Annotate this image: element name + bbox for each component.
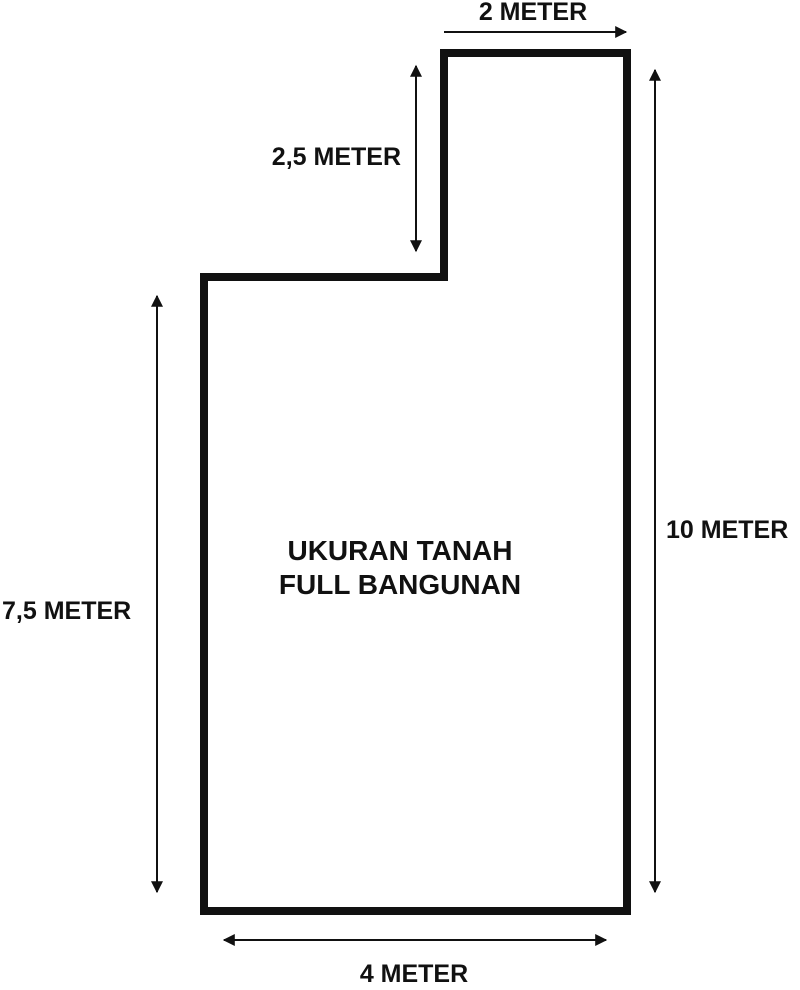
right-height-label: 10 METER <box>666 516 788 544</box>
center-label-line1: UKURAN TANAH <box>287 535 512 566</box>
notch-height-label: 2,5 METER <box>272 143 401 171</box>
left-height-label: 7,5 METER <box>2 597 131 625</box>
land-outline <box>200 49 631 915</box>
center-label-line2: FULL BANGUNAN <box>279 569 521 600</box>
bottom-width-label: 4 METER <box>360 960 468 985</box>
top-width-label: 2 METER <box>479 0 587 26</box>
